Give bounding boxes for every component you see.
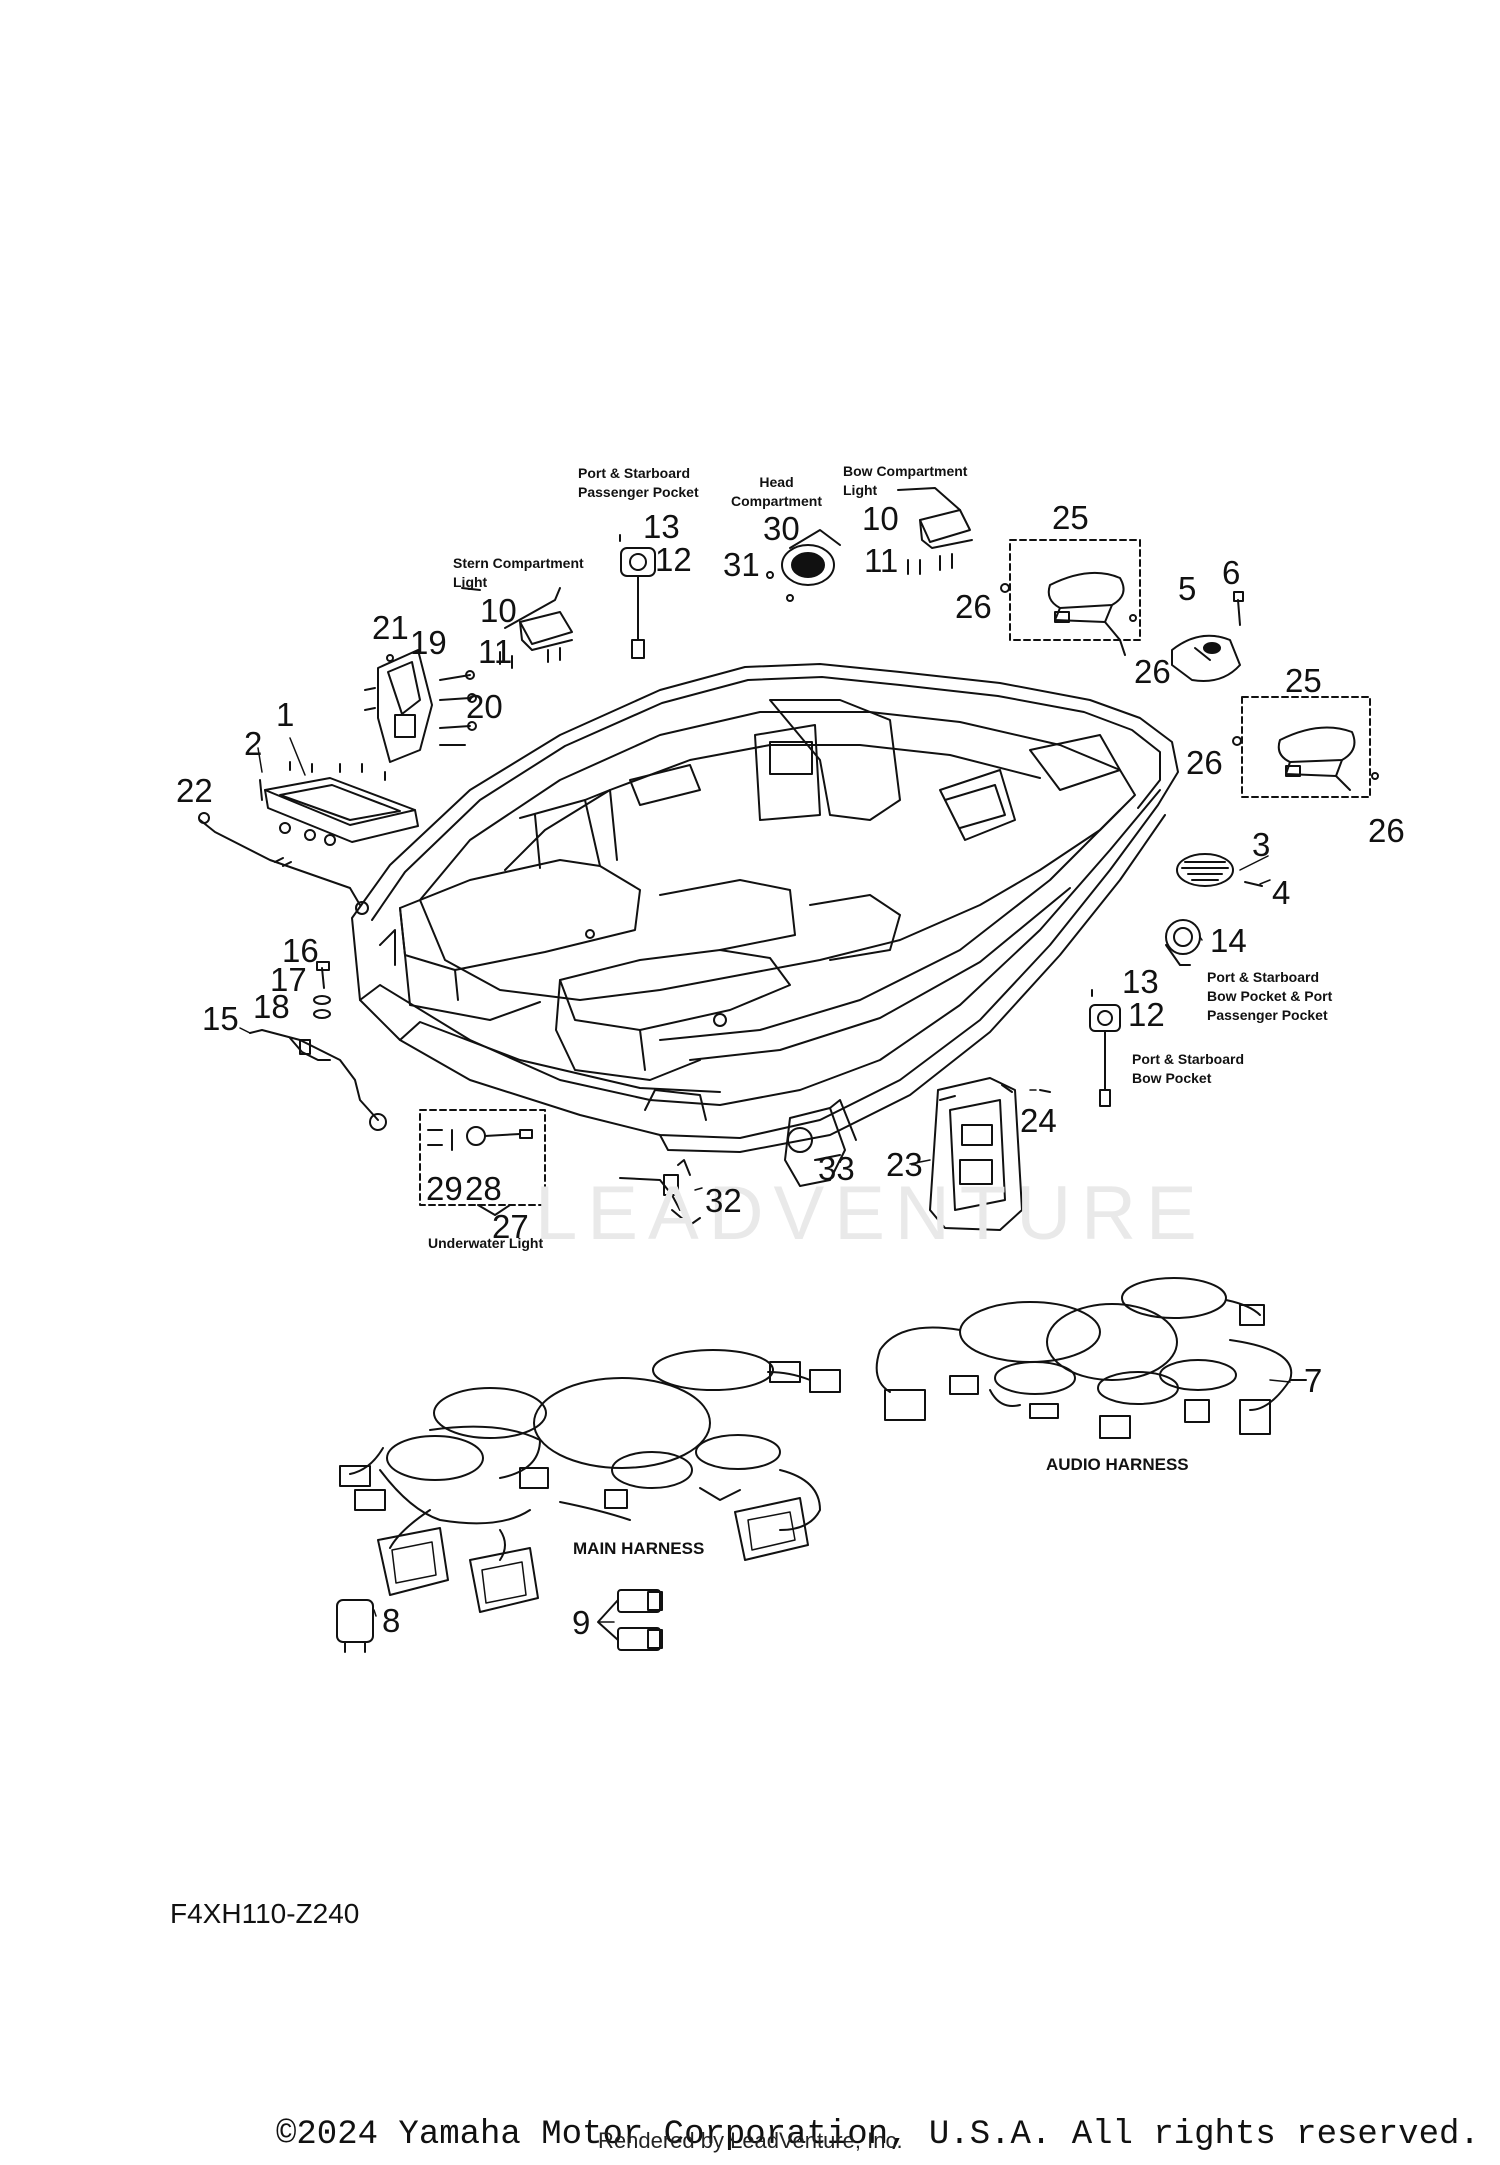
speaker-pod-1 <box>1000 539 1141 656</box>
callout-8: 8 <box>382 1602 401 1639</box>
callout-25-right: 25 <box>1285 662 1322 699</box>
callout-24: 24 <box>1020 1102 1057 1139</box>
sensor <box>619 1159 701 1226</box>
callout-18: 18 <box>253 988 290 1025</box>
caption-stern-compartment-light: Stern Compartment Light <box>453 555 584 590</box>
callout-17: 17 <box>270 961 307 998</box>
caption-passenger-pocket: Port & Starboard Passenger Pocket <box>578 465 699 500</box>
callout-7: 7 <box>1304 1362 1323 1399</box>
part-8-connector <box>336 1599 374 1653</box>
watermark: LEADVENTURE <box>535 1171 1207 1256</box>
callout-10-stern: 10 <box>480 592 517 629</box>
power-socket <box>784 1099 857 1187</box>
callout-32: 32 <box>705 1182 742 1219</box>
callout-12-bow-pocket: 12 <box>1128 996 1165 1033</box>
caption-bow-pocket: Port & Starboard Bow Pocket <box>1132 1051 1245 1086</box>
callout-11-bow: 11 <box>864 542 899 579</box>
head-compartment-speaker <box>766 529 841 602</box>
callout-14: 14 <box>1210 922 1247 959</box>
callout-15: 15 <box>202 1000 239 1037</box>
callout-27: 27 <box>492 1208 529 1245</box>
rendered-by-credit: Rendered by LeadVenture, Inc. <box>598 2128 903 2153</box>
callout-1: 1 <box>276 696 295 733</box>
speaker-grille <box>1176 853 1263 887</box>
mounting-bracket <box>929 1077 1051 1231</box>
boat-hull-drawing <box>351 663 1179 1153</box>
callout-9: 9 <box>572 1604 591 1641</box>
callout-22: 22 <box>176 772 213 809</box>
battery-tray <box>259 761 419 846</box>
copyright-footer: ©2024 Yamaha Motor Corporation, U.S.A. A… <box>276 2116 1480 2154</box>
usb-receptacle <box>1165 919 1201 966</box>
part-9-connectors <box>597 1589 663 1651</box>
callout-31: 31 <box>723 546 760 583</box>
caption-underwater-light: Underwater Light <box>428 1235 544 1251</box>
callout-20: 20 <box>466 688 503 725</box>
callout-3: 3 <box>1252 826 1271 863</box>
stern-compartment-light <box>461 587 573 669</box>
callout-25-top: 25 <box>1052 499 1089 536</box>
callout-33: 33 <box>818 1150 855 1187</box>
callout-29: 29 <box>426 1170 463 1207</box>
callout-30: 30 <box>763 510 800 547</box>
audio-harness-drawing <box>875 1277 1307 1439</box>
callout-4: 4 <box>1272 874 1291 911</box>
bow-pocket-light <box>1089 989 1121 1107</box>
callout-10-bow: 10 <box>862 500 899 537</box>
bolt-set <box>313 961 331 1019</box>
caption-main-harness: MAIN HARNESS <box>573 1539 705 1558</box>
passenger-pocket-light <box>619 534 656 659</box>
callout-13-bow-pocket: 13 <box>1122 963 1159 1000</box>
speaker-pod-2 <box>1232 696 1379 798</box>
callout-13-passenger: 13 <box>643 508 680 545</box>
callout-5: 5 <box>1178 570 1197 607</box>
callout-23: 23 <box>886 1146 923 1183</box>
callout-19: 19 <box>410 624 447 661</box>
callout-6: 6 <box>1222 554 1241 591</box>
callout-26-right-left: 26 <box>1186 744 1223 781</box>
callout-16: 16 <box>282 932 319 969</box>
caption-audio-harness: AUDIO HARNESS <box>1046 1455 1189 1474</box>
diagram-code: F4XH110-Z240 <box>170 1898 360 1929</box>
leader-lines <box>239 737 1291 1623</box>
callout-11-stern: 11 <box>478 633 513 670</box>
battery-cable <box>198 812 369 915</box>
fuse-bracket <box>364 649 477 763</box>
callout-2: 2 <box>244 725 263 762</box>
callout-26-top-left: 26 <box>955 588 992 625</box>
caption-bow-compartment-light: Bow Compartment Light <box>843 463 968 498</box>
ground-cable <box>249 1029 387 1131</box>
main-harness-drawing <box>339 1349 841 1613</box>
callout-26-top-right: 26 <box>1134 653 1171 690</box>
speaker-cap <box>1171 591 1244 682</box>
callout-26-right-right: 26 <box>1368 812 1405 849</box>
callout-21: 21 <box>372 609 409 646</box>
caption-bow-pocket-port-passenger: Port & Starboard Bow Pocket & Port Passe… <box>1207 969 1333 1023</box>
callout-28: 28 <box>465 1170 502 1207</box>
bow-compartment-light <box>897 487 973 575</box>
callout-12-passenger: 12 <box>655 541 692 578</box>
caption-head-compartment: Head Compartment <box>731 474 823 509</box>
underwater-light-kit <box>419 1109 546 1216</box>
